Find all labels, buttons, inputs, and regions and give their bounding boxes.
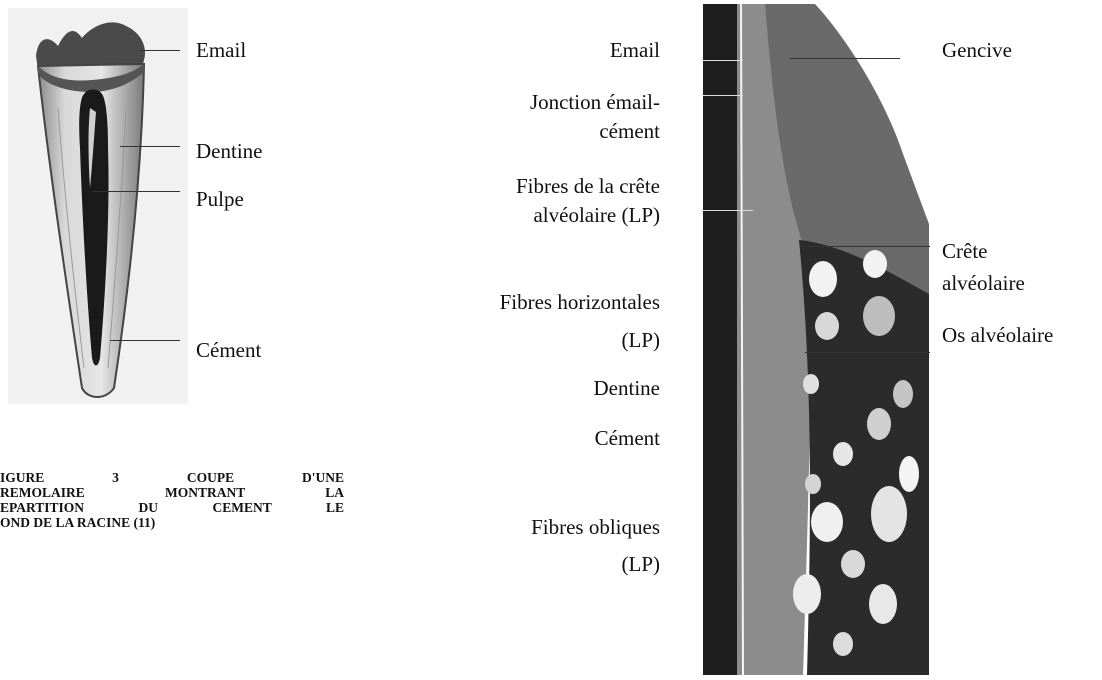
- pulpe-leader-line: [92, 191, 180, 192]
- label-os-alveolaire: Os alvéolaire: [942, 322, 1053, 349]
- marrow-space: [815, 312, 839, 340]
- marrow-space: [793, 574, 821, 614]
- marrow-space: [871, 486, 907, 542]
- figure-caption: IGURE 3 COUPE D'UNE REMOLAIRE MONTRANT L…: [0, 470, 344, 530]
- tooth-section-image: [8, 8, 188, 404]
- label-fibres-obliques-line1: Fibres obliques: [400, 514, 660, 541]
- label-jonction-line1: Jonction émail-: [400, 89, 660, 116]
- marrow-space: [863, 296, 895, 336]
- marrow-space: [869, 584, 897, 624]
- histology-drawing: [703, 4, 929, 675]
- marrow-space: [893, 380, 913, 408]
- os-leader: [805, 352, 930, 353]
- label-cement: Cément: [196, 337, 261, 364]
- marrow-space: [809, 261, 837, 297]
- marrow-space: [803, 374, 819, 394]
- label-jonction-line2: cément: [400, 118, 660, 145]
- cement-leader-line: [110, 340, 180, 341]
- email-leader-line: [140, 50, 180, 51]
- caption-line: REMOLAIRE MONTRANT LA: [0, 485, 344, 500]
- label-fibres-horizontales-line2: (LP): [400, 327, 660, 354]
- label-email-histo: Email: [400, 37, 660, 64]
- histology-section-image: [703, 4, 929, 675]
- caption-line: EPARTITION DU CEMENT LE: [0, 500, 344, 515]
- label-dentine-histo: Dentine: [400, 375, 660, 402]
- label-email: Email: [196, 37, 246, 64]
- jonction-leader: [703, 95, 743, 96]
- marrow-space: [863, 250, 887, 278]
- marrow-space: [811, 502, 843, 542]
- marrow-space: [833, 632, 853, 656]
- label-crete-line1: Crête: [942, 238, 987, 265]
- gencive-leader: [790, 58, 900, 59]
- marrow-space: [899, 456, 919, 492]
- marrow-space: [805, 474, 821, 494]
- label-dentine: Dentine: [196, 138, 262, 165]
- caption-line: OND DE LA RACINE (11): [0, 515, 344, 530]
- label-pulpe: Pulpe: [196, 186, 244, 213]
- marrow-space: [841, 550, 865, 578]
- label-cement-histo: Cément: [400, 425, 660, 452]
- crown-shape: [36, 22, 145, 70]
- label-fibres-obliques-line2: (LP): [400, 551, 660, 578]
- tooth-drawing: [8, 8, 188, 404]
- label-crete-line2: alvéolaire: [942, 270, 1025, 297]
- marrow-space: [867, 408, 891, 440]
- crete-leader: [800, 246, 930, 247]
- label-fibres-crete-line2: alvéolaire (LP): [400, 202, 660, 229]
- label-gencive: Gencive: [942, 37, 1012, 64]
- dentine-strip: [703, 4, 737, 675]
- marrow-space: [833, 442, 853, 466]
- label-fibres-crete-line1: Fibres de la crête: [400, 173, 660, 200]
- caption-line: IGURE 3 COUPE D'UNE: [0, 470, 344, 485]
- label-fibres-horizontales-line1: Fibres horizontales: [400, 289, 660, 316]
- dentine-leader-line: [120, 146, 180, 147]
- email-histo-leader: [703, 60, 743, 61]
- fibres-crete-leader: [703, 210, 753, 211]
